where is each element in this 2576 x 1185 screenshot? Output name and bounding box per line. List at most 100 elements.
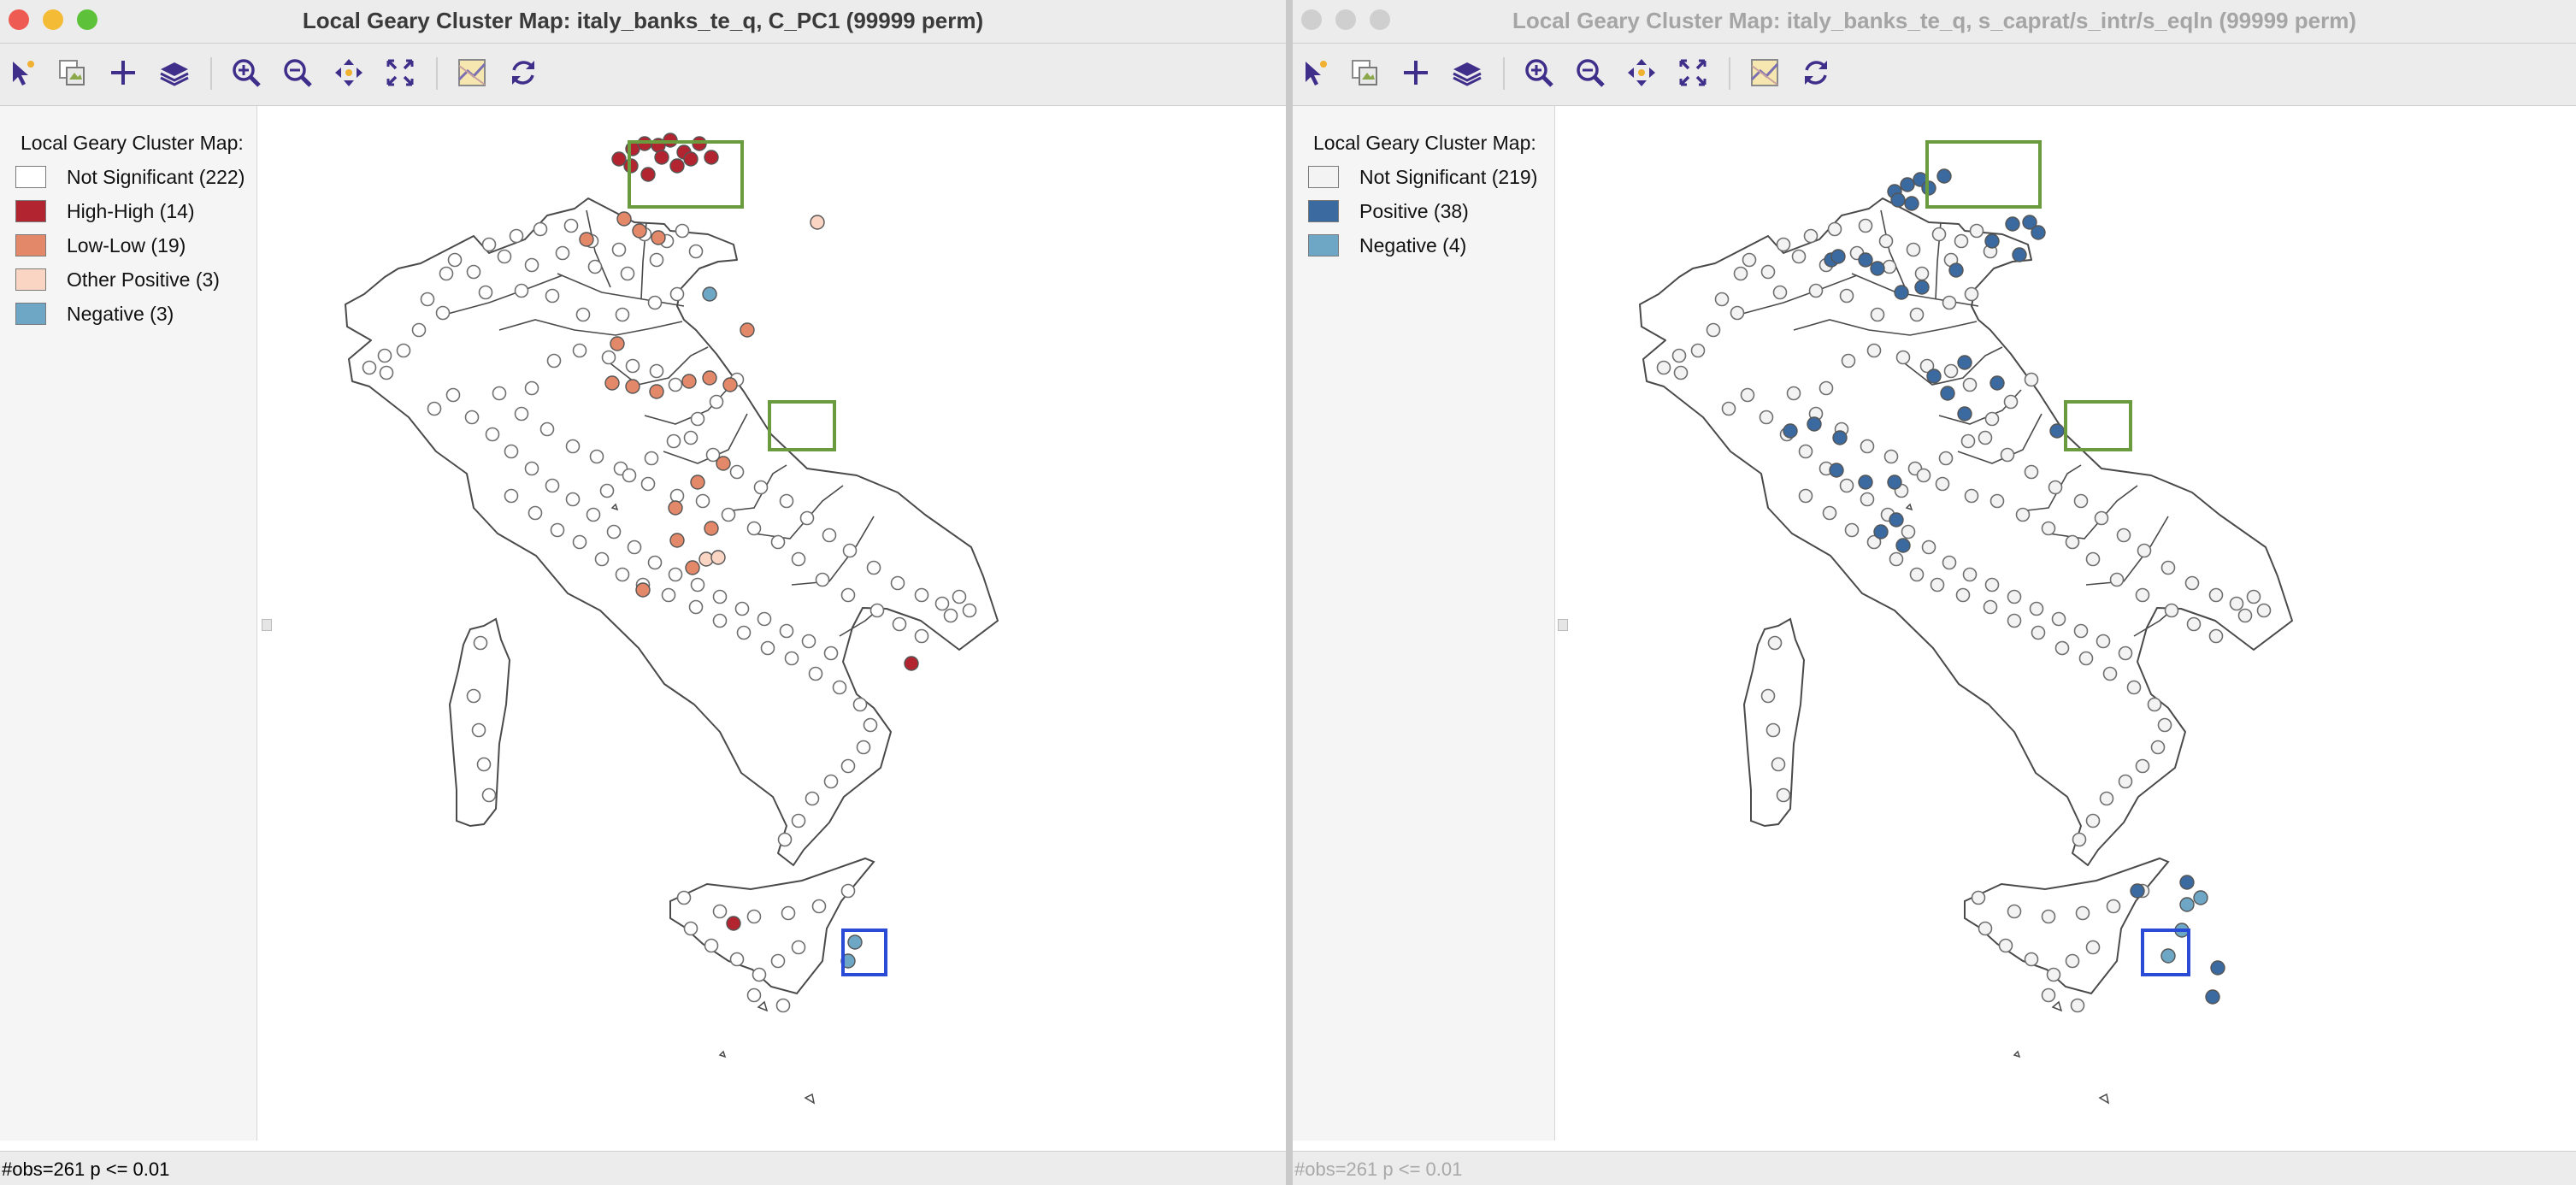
- not-significant-point: [2046, 967, 2061, 982]
- not-significant-point: [690, 411, 705, 427]
- not-significant-point: [478, 285, 493, 300]
- zoom-in-button[interactable]: [229, 56, 263, 90]
- select-icon: [13, 61, 34, 85]
- not-significant-point: [1942, 555, 1957, 570]
- add-icon: [111, 61, 135, 85]
- cluster-map-canvas[interactable]: [275, 106, 1286, 1141]
- high-high-point: [704, 150, 719, 165]
- select-icon: [1306, 61, 1327, 85]
- legend-resize-handle[interactable]: [1558, 619, 1568, 631]
- not-significant-point: [2157, 717, 2172, 733]
- not-significant-point: [1803, 228, 1819, 244]
- legend-resize-handle[interactable]: [262, 619, 272, 631]
- not-significant-point: [649, 252, 664, 268]
- italy-cluster-map[interactable]: [275, 106, 1286, 1141]
- pan-button[interactable]: [1624, 56, 1659, 90]
- title-bar[interactable]: Local Geary Cluster Map: italy_banks_te_…: [0, 0, 1286, 44]
- not-significant-point: [2015, 507, 2031, 522]
- not-significant-point: [840, 587, 856, 603]
- not-significant-point: [2007, 589, 2022, 604]
- not-significant-point: [2102, 666, 2118, 681]
- not-significant-point: [1914, 266, 1930, 281]
- not-significant-point: [1841, 353, 1856, 368]
- not-significant-point: [1771, 757, 1786, 772]
- fit-extent-button[interactable]: [383, 56, 417, 90]
- high-high-point: [683, 151, 699, 167]
- copy-image-button[interactable]: [55, 56, 89, 90]
- not-significant-point: [611, 242, 627, 257]
- zoom-out-button[interactable]: [1573, 56, 1607, 90]
- not-significant-point: [524, 257, 539, 273]
- region-border: [498, 319, 683, 336]
- low-low-point: [685, 560, 700, 575]
- positive-point: [1895, 538, 1911, 553]
- legend-swatch: [15, 303, 46, 325]
- add-button[interactable]: [1399, 56, 1433, 90]
- not-significant-point: [2007, 613, 2022, 628]
- not-significant-point: [1844, 522, 1860, 538]
- not-significant-point: [1733, 266, 1748, 281]
- not-significant-point: [866, 560, 881, 575]
- not-significant-point: [1909, 567, 1925, 582]
- positive-point: [1957, 406, 1972, 422]
- not-significant-point: [852, 697, 868, 712]
- layers-button[interactable]: [157, 56, 192, 90]
- legend-title: Local Geary Cluster Map:: [1313, 132, 1536, 154]
- highlight-box-green: [2064, 400, 2132, 451]
- fit-extent-button[interactable]: [1676, 56, 1710, 90]
- pan-button[interactable]: [332, 56, 366, 90]
- title-bar[interactable]: Local Geary Cluster Map: italy_banks_te_…: [1293, 0, 2576, 44]
- not-significant-point: [705, 447, 721, 463]
- add-button[interactable]: [106, 56, 140, 90]
- basemap-button[interactable]: [1748, 56, 1782, 90]
- close-window-button[interactable]: [1301, 9, 1322, 30]
- not-significant-point: [1983, 599, 1998, 615]
- not-significant-point: [622, 468, 637, 483]
- not-significant-point: [481, 787, 497, 803]
- positive-point: [2049, 423, 2065, 439]
- not-significant-point: [575, 307, 591, 322]
- small-island-outline: [2098, 1093, 2110, 1105]
- refresh-button[interactable]: [1799, 56, 1833, 90]
- positive-point: [1940, 386, 1955, 401]
- not-significant-point: [791, 940, 806, 955]
- high-high-point: [669, 158, 685, 174]
- not-significant-point: [1931, 227, 1947, 242]
- not-significant-point: [2000, 447, 2015, 463]
- basemap-button[interactable]: [455, 56, 489, 90]
- minimize-window-button[interactable]: [1335, 9, 1356, 30]
- not-significant-point: [805, 791, 820, 806]
- zoom-out-button[interactable]: [280, 56, 315, 90]
- select-tool-button[interactable]: [1298, 56, 1332, 90]
- high-high-point: [904, 656, 919, 671]
- not-significant-point: [2085, 813, 2101, 828]
- not-significant-point: [1839, 288, 1854, 304]
- minimize-window-button[interactable]: [43, 9, 63, 30]
- legend-label: Low-Low (19): [67, 234, 186, 256]
- italy-cluster-map[interactable]: [1573, 106, 2576, 1141]
- not-significant-point: [2003, 394, 2019, 410]
- zoom-in-button[interactable]: [1522, 56, 1556, 90]
- select-tool-button[interactable]: [5, 56, 39, 90]
- cluster-map-canvas[interactable]: [1573, 106, 2576, 1141]
- not-significant-point: [1935, 476, 1950, 492]
- zoom-window-button[interactable]: [1370, 9, 1390, 30]
- not-significant-point: [524, 380, 539, 396]
- copy-image-button[interactable]: [1347, 56, 1382, 90]
- close-window-button[interactable]: [9, 9, 29, 30]
- not-significant-point: [2065, 534, 2080, 550]
- not-significant-point: [892, 616, 907, 632]
- legend-swatch: [1308, 200, 1339, 222]
- positive-point: [2022, 215, 2037, 230]
- zoom-window-button[interactable]: [77, 9, 97, 30]
- not-significant-point: [420, 292, 435, 307]
- not-significant-point: [473, 635, 488, 651]
- layers-button[interactable]: [1450, 56, 1484, 90]
- not-significant-point: [1938, 451, 1954, 466]
- copy-image-icon: [1352, 60, 1377, 85]
- not-significant-point: [427, 401, 442, 416]
- refresh-button[interactable]: [506, 56, 540, 90]
- not-significant-point: [746, 988, 762, 1003]
- legend-label: Negative (3): [67, 303, 174, 325]
- legend-label: Negative (4): [1359, 234, 1467, 256]
